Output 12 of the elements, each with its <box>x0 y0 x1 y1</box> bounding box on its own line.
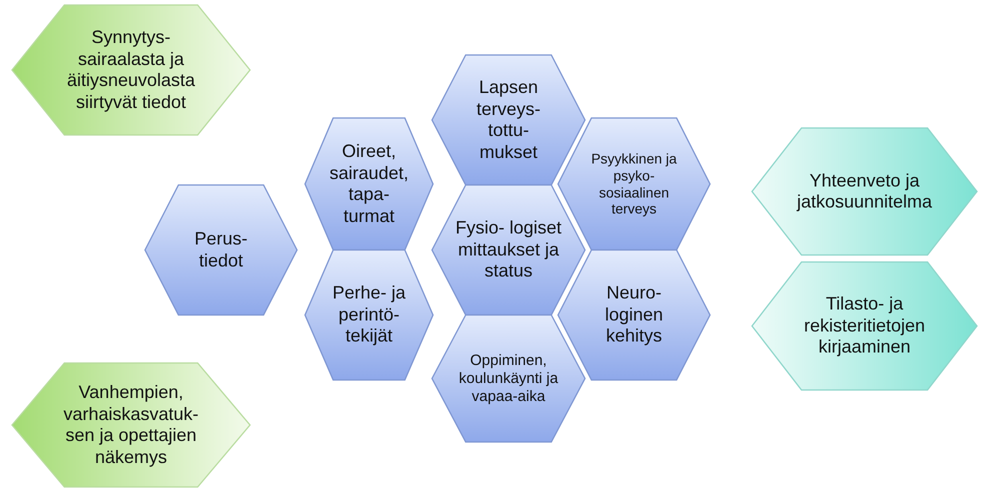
hexagon-label: Oppiminen, koulunkäynti ja vapaa-aika <box>458 352 560 406</box>
hexagon-label: Neuro- loginen kehitys <box>604 282 664 348</box>
hexagon-label: Oireet, sairaudet, tapa- turmat <box>328 140 410 228</box>
hexagon-label: Tilasto- ja rekisteritietojen kirjaaminen <box>802 294 926 358</box>
hexagon-label: Perhe- ja perintö- tekijät <box>331 282 407 348</box>
hexagon-label: Vanhempien, varhaiskasvatuk- sen ja opettajien näkemys <box>62 382 200 468</box>
hexagon-label: Fysio- logiset mittaukset ja status <box>454 218 563 282</box>
hexagon-label: Lapsen terveys- tottu- mukset <box>475 76 542 164</box>
hexagon-label: Synnytys- sairaalasta ja äitiysneuvolasta siirtyvät tiedot <box>66 26 196 114</box>
hexagon-label: Perus- tiedot <box>193 228 248 272</box>
hexagon-label: Yhteenveto ja jatkosuunnitelma <box>796 170 934 214</box>
hexagon-label: Psyykkinen ja psyko- sosiaalinen terveys <box>590 150 678 218</box>
